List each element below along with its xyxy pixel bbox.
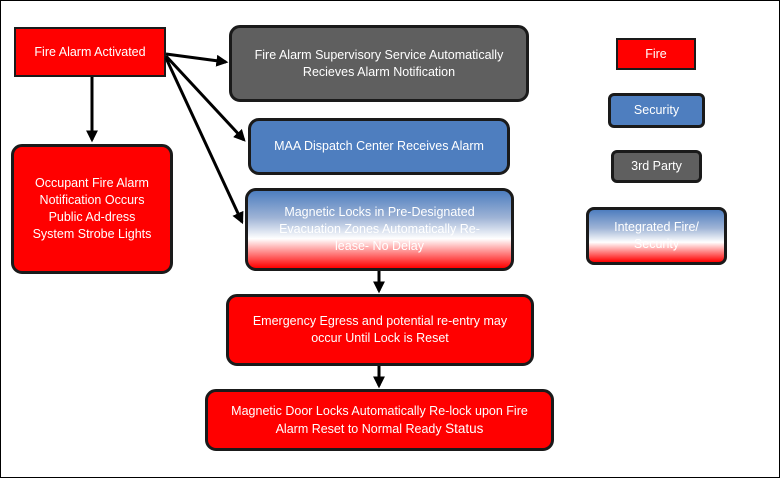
- relock-label: Magnetic Door Locks Automatically Re-loc…: [222, 403, 537, 438]
- legend-security-label: Security: [633, 103, 680, 117]
- occupant-notification-label: Occupant Fire Alarm Notification Occurs …: [32, 176, 152, 241]
- legend-security: Security: [608, 93, 705, 128]
- magnetic-locks-release-label: Magnetic Locks in Pre-Designated Evacuat…: [279, 205, 480, 253]
- relock-box: Magnetic Door Locks Automatically Re-loc…: [205, 389, 554, 451]
- arrow-to-supervisory: [165, 52, 229, 67]
- legend-integrated: Integrated Fire/ Security: [586, 207, 727, 265]
- maa-dispatch-label: MAA Dispatch Center Receives Alarm: [274, 139, 484, 153]
- supervisory-service-label: Fire Alarm Supervisory Service Automatic…: [254, 47, 504, 79]
- relock-status-text: Status: [445, 420, 484, 436]
- emergency-egress-box: Emergency Egress and potential re-entry …: [226, 294, 534, 366]
- legend-third-party: 3rd Party: [611, 150, 702, 183]
- arrow-to-maa-dispatch: [164, 54, 246, 142]
- legend-integrated-label: Integrated Fire/ Security: [614, 220, 699, 251]
- arrow-to-magnetic-locks: [164, 57, 244, 225]
- fire-alarm-activated-box: Fire Alarm Activated: [14, 27, 166, 77]
- relock-main-text: Magnetic Door Locks Automatically Re-loc…: [231, 403, 528, 436]
- emergency-egress-label: Emergency Egress and potential re-entry …: [252, 314, 508, 345]
- fire-alarm-activated-label: Fire Alarm Activated: [34, 44, 146, 59]
- maa-dispatch-box: MAA Dispatch Center Receives Alarm: [248, 118, 510, 175]
- legend-third-party-label: 3rd Party: [631, 159, 682, 173]
- legend-fire: Fire: [616, 38, 696, 70]
- supervisory-service-box: Fire Alarm Supervisory Service Automatic…: [229, 25, 529, 102]
- occupant-notification-box: Occupant Fire Alarm Notification Occurs …: [11, 144, 173, 274]
- legend-fire-label: Fire: [645, 46, 667, 61]
- magnetic-locks-release-box: Magnetic Locks in Pre-Designated Evacuat…: [245, 188, 514, 271]
